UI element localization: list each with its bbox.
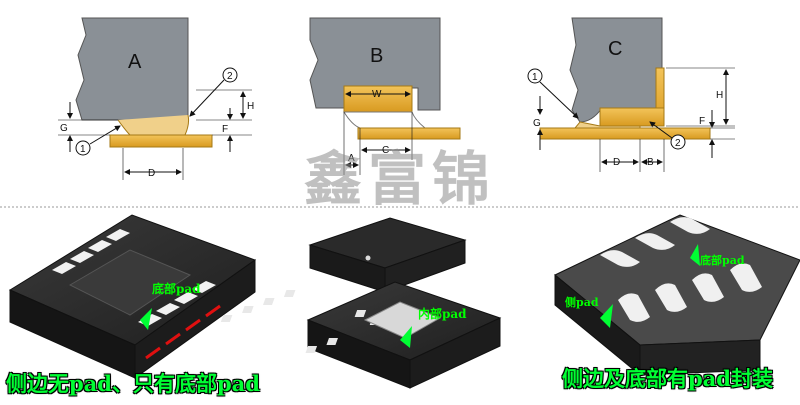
bottom-pads-left <box>52 229 216 326</box>
pcb-pad-c <box>539 127 711 140</box>
panel-c: C G H F D B 1 2 <box>527 17 735 172</box>
pcb-pad-a <box>109 134 213 148</box>
dim-g-a: G <box>60 123 68 134</box>
dim-f-a: F <box>222 124 228 135</box>
callout-2-c: 2 <box>675 138 681 149</box>
package-pad-c <box>599 107 665 127</box>
dim-d-c: D <box>613 157 620 168</box>
bottom-pads-right <box>600 217 762 322</box>
dim-h-a: H <box>247 101 254 112</box>
bottom-pads-middle <box>220 290 382 353</box>
dim-a-b: A <box>348 153 355 164</box>
label-middle-inner-pad: 内部pad <box>418 306 467 321</box>
label-left-bottom-pad: 底部pad <box>152 281 201 296</box>
panel-c-letter: C <box>608 38 622 60</box>
label-right-side-pad: 侧pad <box>565 295 599 309</box>
side-red-marks-left <box>145 304 221 360</box>
panel-a-letter: A <box>128 51 142 73</box>
dim-f-c: F <box>699 116 705 127</box>
solder-fillet-a <box>117 114 190 136</box>
package-middle: 内部pad <box>220 217 502 389</box>
dim-h-c: H <box>716 90 723 101</box>
panel-a: A G H F D 1 2 <box>58 17 254 180</box>
label-right-bottom-pad: 底部pad <box>700 253 745 267</box>
solder-b <box>343 111 427 129</box>
die-c <box>569 17 663 123</box>
callout-1-c: 1 <box>532 72 538 83</box>
package-right: 底部pad 侧pad <box>554 214 800 377</box>
panel-b-letter: B <box>370 45 383 67</box>
panel-b: B W C A <box>309 17 461 175</box>
caption-right: 侧边及底部有pad封装 <box>562 366 773 391</box>
dim-b-c: B <box>647 157 654 168</box>
package-pad-b <box>343 85 413 113</box>
callout-1-a: 1 <box>80 144 86 155</box>
dim-c-b: C <box>382 145 389 156</box>
dim-d-a: D <box>148 168 155 179</box>
dim-w-b: W <box>372 89 382 100</box>
callout-2-a: 2 <box>227 71 233 82</box>
package-left: 底部pad <box>8 214 257 379</box>
watermark: 鑫富锦 <box>303 145 496 213</box>
pcb-pad-b <box>357 127 461 140</box>
caption-left: 侧边无pad、只有底部pad <box>6 371 260 396</box>
dim-g-c: G <box>533 118 541 129</box>
